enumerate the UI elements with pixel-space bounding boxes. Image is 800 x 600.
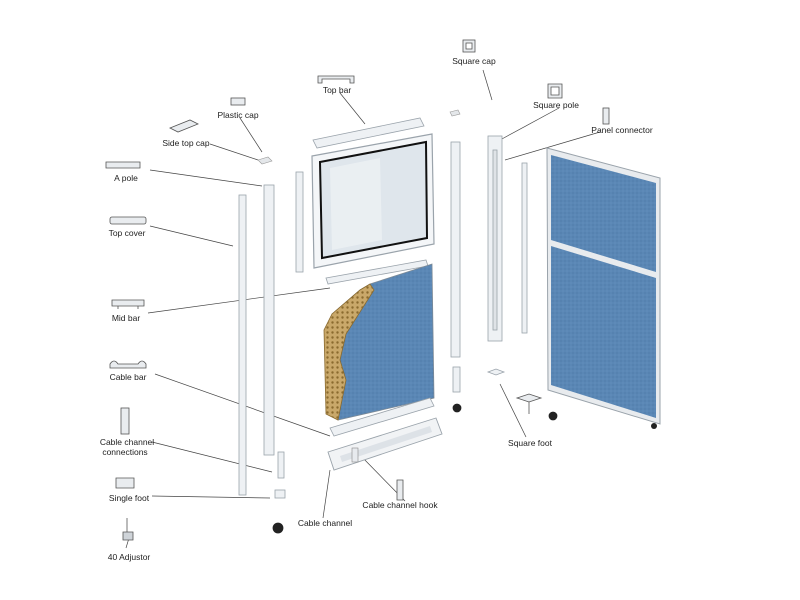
single-foot-icon: [115, 477, 135, 489]
cable-channel-part: [327, 417, 443, 471]
connector-part: [452, 366, 461, 393]
label-mid-bar: Mid bar: [111, 313, 141, 323]
glass-panel: [311, 133, 435, 269]
label-square-cap: Square cap: [452, 56, 496, 66]
label-square-foot: Square foot: [508, 438, 552, 448]
label-panel-connector: Panel connector: [591, 125, 653, 135]
left-poles: [238, 171, 304, 534]
label-adjustor: 40 Adjustor: [107, 552, 151, 562]
side-strip: [295, 171, 304, 273]
label-side-top-cap: Side top cap: [162, 138, 210, 148]
side-top-cap-icon: [169, 119, 199, 133]
label-single-foot: Single foot: [108, 493, 150, 503]
part-icons: [105, 39, 610, 541]
cable-channel-connections-icon: [120, 407, 130, 435]
label-square-pole: Square pole: [533, 100, 579, 110]
cable-channel-hook-icon: [396, 479, 404, 501]
middle-poles: [450, 135, 558, 421]
label-a-pole: A pole: [114, 173, 138, 183]
adjustor-part: [272, 522, 284, 534]
top-cover-strip: [238, 194, 247, 496]
a-pole-icon: [105, 161, 141, 169]
label-top-bar: Top bar: [322, 85, 352, 95]
label-plastic-cap: Plastic cap: [217, 110, 259, 120]
label-cable-channel-hook: Cable channel hook: [362, 500, 438, 510]
fabric-panel: [323, 263, 435, 421]
top-cover-icon: [109, 216, 147, 225]
panel-connector-icon: [602, 107, 610, 125]
top-bar-icon: [317, 75, 355, 84]
top-bar-part: [312, 117, 425, 149]
label-top-cover: Top cover: [108, 228, 146, 238]
label-cable-channel-connections-line1: Cable channel: [99, 437, 155, 447]
label-cable-channel: Cable channel: [297, 518, 353, 528]
middle-pole: [450, 141, 461, 358]
plastic-cap-icon: [230, 97, 246, 106]
label-cable-bar: Cable bar: [109, 372, 147, 382]
square-foot-part: [486, 368, 506, 376]
a-pole-part: [263, 184, 275, 456]
cable-bar-icon: [109, 360, 147, 369]
cable-channel-connection-part: [277, 451, 285, 479]
cable-bar-part: [329, 397, 435, 437]
panel-connector-part: [521, 162, 528, 334]
mid-bar-icon: [111, 299, 145, 309]
label-cable-channel-connections-line2: connections: [102, 447, 148, 457]
right-fabric-panel: [546, 147, 661, 429]
single-foot-part: [274, 489, 286, 499]
square-foot-icon: [515, 393, 543, 403]
adjustor-icon: [122, 531, 134, 541]
